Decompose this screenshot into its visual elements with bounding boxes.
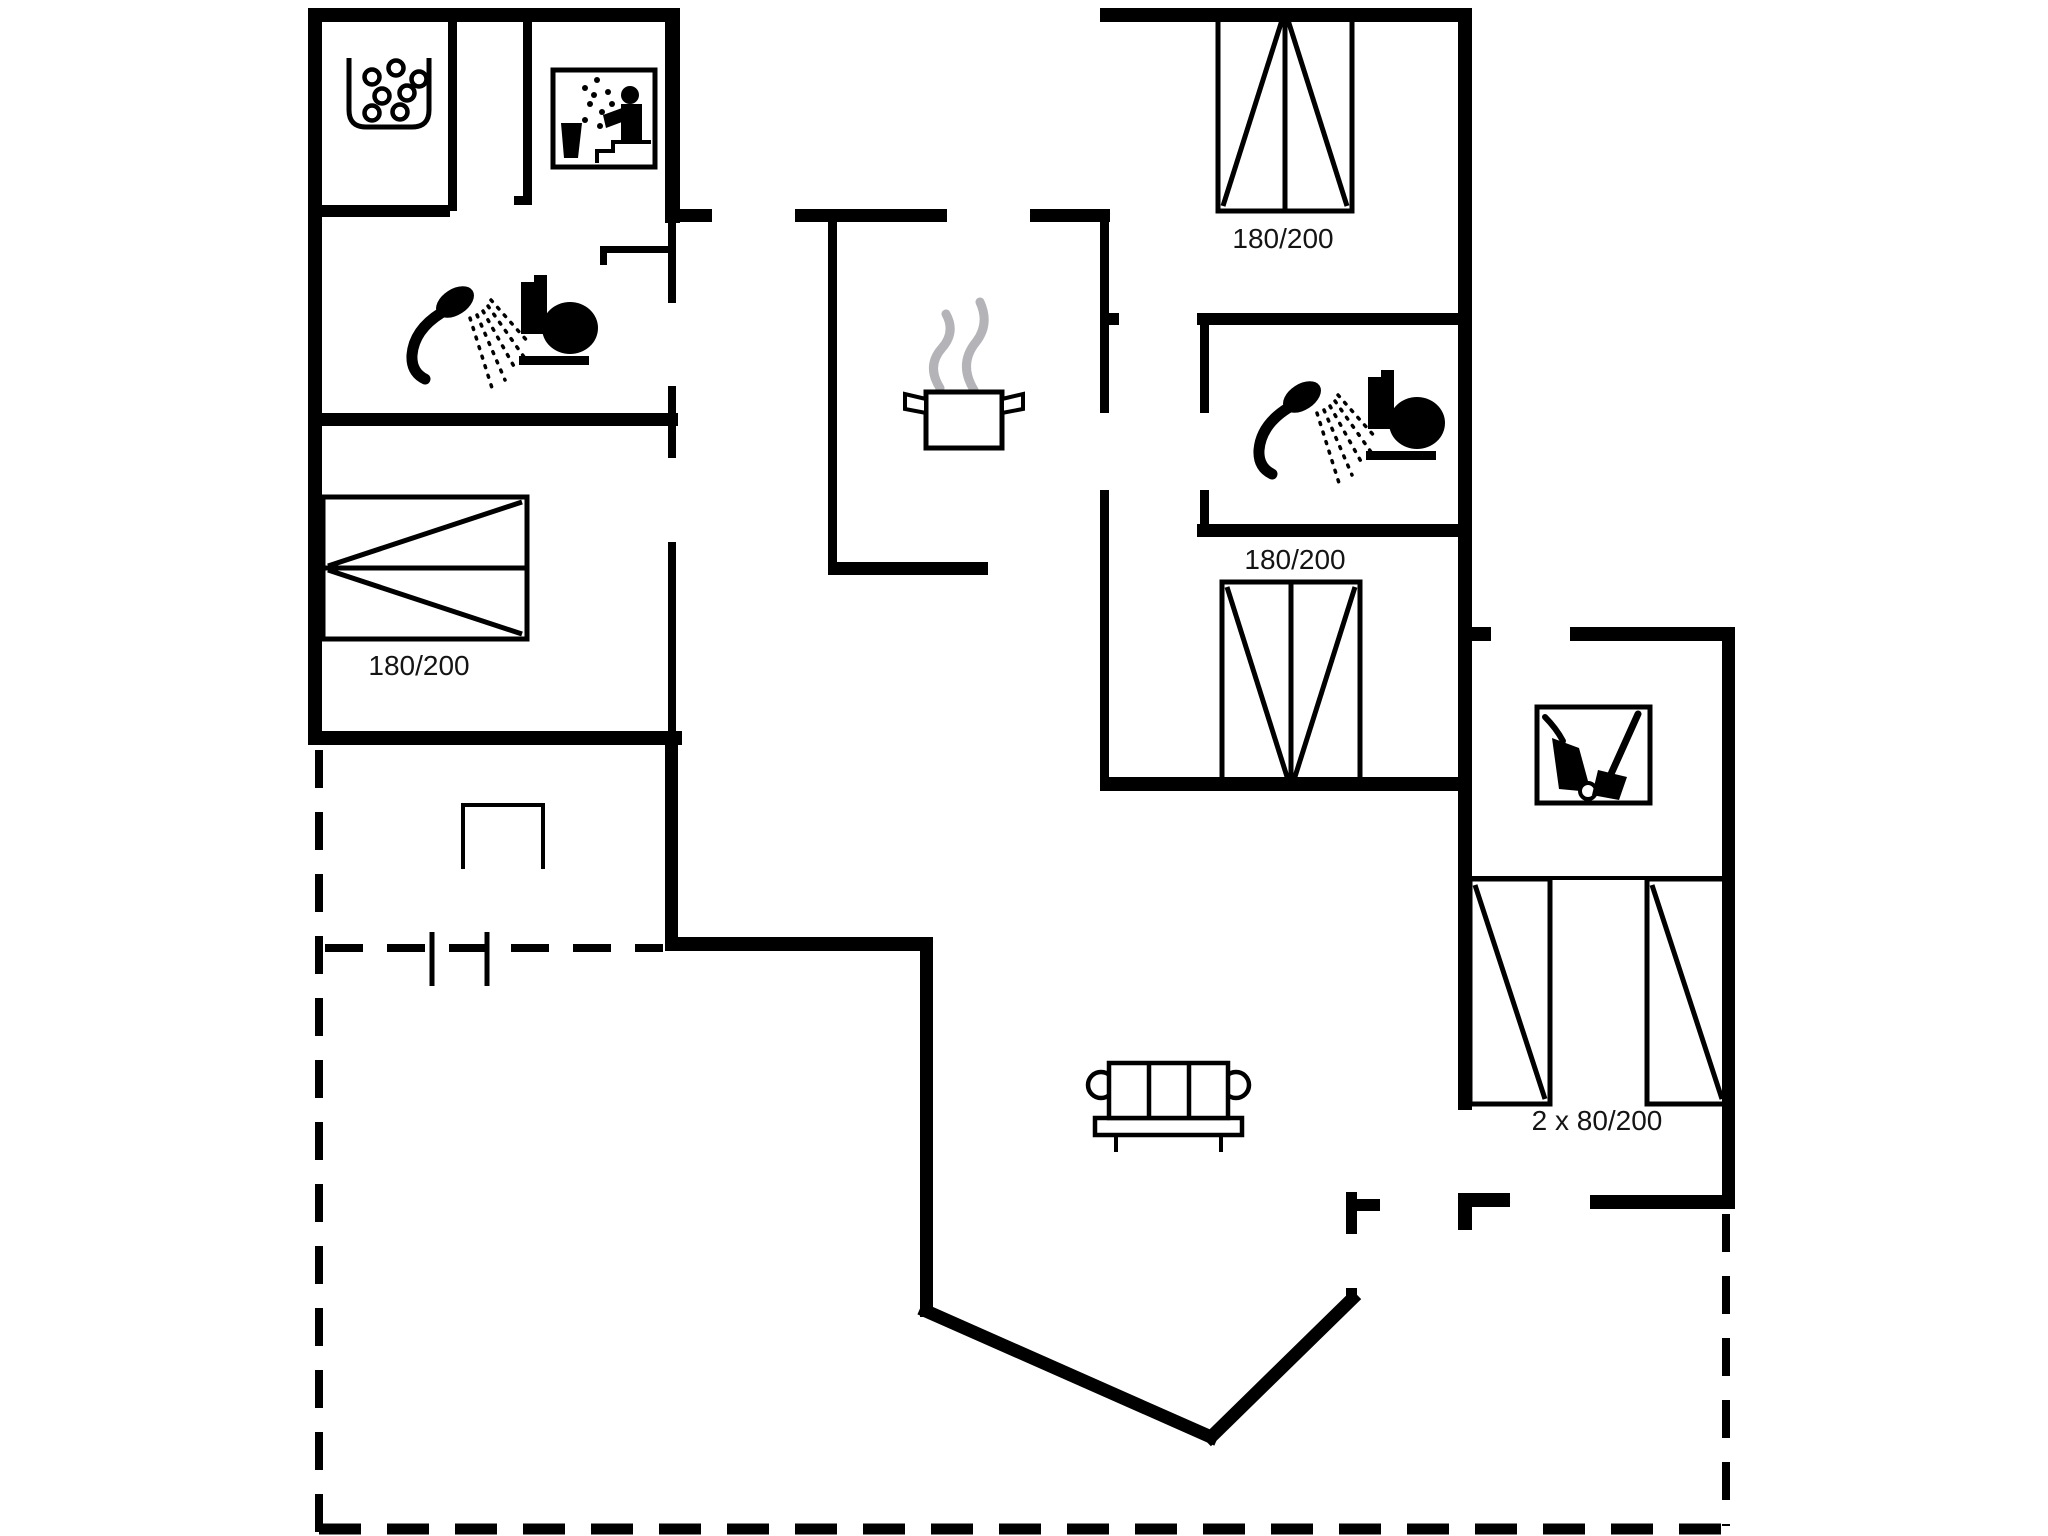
walls — [308, 8, 1735, 1317]
double-bed-icon-bedroom-mid-right — [1219, 579, 1363, 791]
cleaning-equipment-icon — [1534, 704, 1653, 806]
toilet-icon-bath-right — [1366, 370, 1445, 460]
hand-shower-icon-bath-left — [406, 286, 531, 390]
terrace-boundary — [315, 750, 1730, 1535]
bed-size-label-bedroom-top-right: 180/200 — [1232, 223, 1334, 254]
whirlpool-tub-icon — [346, 58, 432, 130]
hand-shower-icon-bath-right — [1253, 381, 1378, 485]
double-bed-icon-bedroom-top-right — [1215, 9, 1355, 214]
sauna-icon — [550, 67, 658, 170]
cooking-pot-icon — [903, 297, 1025, 451]
bed-size-label-bunk-room: 2 x 80/200 — [1531, 1105, 1663, 1136]
double-bed-icon-bedroom-left — [320, 494, 530, 642]
toilet-icon-bath-left — [519, 275, 598, 365]
bed-size-label-bedroom-left: 180/200 — [368, 650, 470, 681]
single-bed-icons-bunk-room — [1467, 876, 1730, 1107]
bay-window-walls — [917, 1289, 1362, 1447]
terrace-marker — [429, 803, 545, 986]
bed-size-label-bedroom-mid-right: 180/200 — [1244, 544, 1346, 575]
sofa-icon — [1085, 1060, 1252, 1152]
